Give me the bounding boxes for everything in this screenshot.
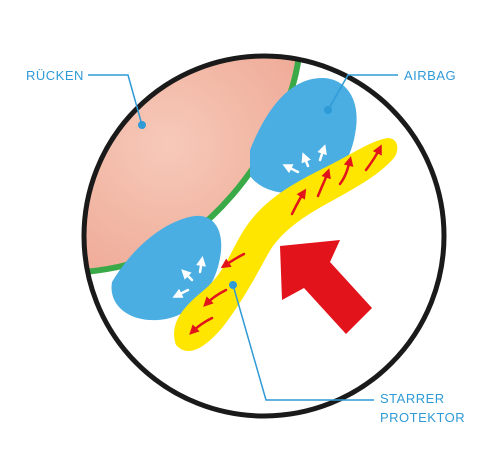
small-air-release-arrow-icon bbox=[301, 152, 311, 168]
inset-circle-outline bbox=[81, 53, 447, 419]
leader-lines bbox=[88, 74, 398, 401]
small-deflection-arrow-icon bbox=[338, 156, 354, 186]
rigid-protector-plate bbox=[174, 138, 398, 351]
small-air-release-arrow-icon bbox=[181, 269, 194, 282]
lower-airbag-release-arrows bbox=[172, 256, 206, 298]
label-protector-line2: PROTEKTOR bbox=[380, 410, 465, 425]
large-impact-arrow-icon bbox=[280, 240, 372, 334]
airbag-lower-chamber bbox=[111, 215, 222, 321]
upper-airbag-release-arrows bbox=[282, 144, 327, 174]
small-air-release-arrow-icon bbox=[196, 256, 206, 274]
back-leader-line bbox=[88, 74, 143, 126]
small-deflection-arrow-icon bbox=[220, 252, 246, 269]
label-protector-line1: STARRER bbox=[380, 391, 445, 406]
small-deflection-arrow-icon bbox=[189, 316, 214, 335]
small-deflection-arrow-icon bbox=[364, 144, 382, 172]
small-deflection-arrow-icon bbox=[316, 168, 331, 198]
airbag-leader-dot bbox=[324, 106, 332, 114]
airbag-leader-line bbox=[327, 74, 398, 111]
small-deflection-arrow-icon bbox=[203, 288, 228, 307]
back-leader-dot bbox=[138, 121, 146, 129]
label-back: RÜCKEN bbox=[26, 68, 84, 83]
small-air-release-arrow-icon bbox=[172, 288, 190, 298]
label-airbag: AIRBAG bbox=[404, 68, 456, 83]
small-air-release-arrow-icon bbox=[282, 164, 300, 174]
small-air-release-arrow-icon bbox=[317, 144, 327, 162]
deflection-arrows bbox=[189, 144, 382, 335]
protector-leader-line bbox=[232, 284, 374, 401]
small-deflection-arrow-icon bbox=[290, 188, 307, 216]
protector-leader-dot bbox=[229, 281, 237, 289]
